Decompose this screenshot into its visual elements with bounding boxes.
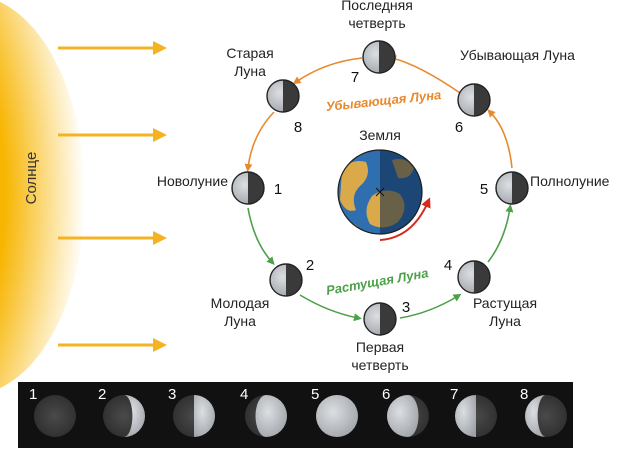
earth-rotation-arrow — [379, 197, 431, 241]
moon-outline — [231, 171, 265, 205]
orbit-phase-label: Последняя — [341, 0, 413, 13]
moon-outline — [457, 83, 491, 117]
moon-lit-area — [194, 395, 215, 437]
moon-outline — [457, 260, 491, 294]
sun-disc — [0, 1, 85, 389]
strip-phase-number: 8 — [520, 386, 528, 403]
orbit-phase-number: 6 — [455, 119, 463, 136]
moon-dark-side — [474, 261, 490, 293]
strip-moon: 2 — [98, 386, 145, 437]
strip-moon: 6 — [382, 386, 429, 437]
moon-dark-disc — [34, 395, 76, 437]
moon-outline — [266, 79, 300, 113]
orbit-phase-number: 1 — [274, 181, 282, 198]
strip-moon: 8 — [520, 386, 567, 437]
strip-phase-number: 2 — [98, 386, 106, 403]
earth-label: Земля — [359, 127, 401, 143]
moon-dark-side — [283, 80, 299, 112]
waning-arc — [388, 55, 464, 96]
moon-lit-area — [124, 395, 145, 437]
orbit-phase-label: Растущая — [473, 295, 537, 311]
strip-phase-number: 7 — [450, 386, 458, 403]
waxing-arc — [399, 293, 462, 319]
orbit-phase-label: Луна — [489, 313, 521, 329]
waning-arc-label: Убывающая Луна — [325, 87, 442, 114]
orbit-moon: 5 Полнолуние — [480, 171, 610, 205]
strip-moon: 3 — [168, 386, 215, 437]
moon-dark-side — [286, 264, 302, 296]
moon-dark-side — [248, 172, 264, 204]
sun: Солнце — [0, 1, 85, 389]
strip-phase-number: 5 — [311, 386, 319, 403]
phase-strip: 1 2 3 4 5 6 7 8 — [29, 386, 567, 437]
strip-phase-number: 1 — [29, 386, 37, 403]
moon-lit-area — [455, 395, 476, 437]
orbit-phase-label: Первая — [356, 339, 404, 355]
strip-moon: 1 — [29, 386, 76, 437]
strip-moon: 4 — [240, 386, 287, 437]
waning-arc — [244, 111, 275, 172]
orbit-phase-label: Луна — [224, 313, 256, 329]
orbit-phase-label: Молодая — [211, 295, 270, 311]
orbit-phase-label: Луна — [234, 63, 266, 79]
orbit-moon: 7 Последняя четверть — [341, 0, 413, 86]
orbit-phase-number: 7 — [351, 69, 359, 86]
moon-lit-area — [387, 395, 419, 437]
waning-arc — [292, 57, 363, 85]
orbit-phase-label: четверть — [348, 15, 405, 31]
moon-lit-area — [316, 395, 358, 437]
orbit-phase-label: Убывающая Луна — [460, 47, 575, 63]
moon-outline — [363, 302, 397, 336]
strip-phase-number: 6 — [382, 386, 390, 403]
waxing-arc — [487, 204, 514, 263]
orbit-moon: 1 Новолуние — [157, 171, 282, 205]
earth: Земля — [337, 127, 431, 241]
sun-label: Солнце — [23, 152, 40, 205]
orbit-phase-label: Полнолуние — [530, 173, 610, 189]
orbit-moon: 6 Убывающая Луна — [455, 47, 575, 136]
waning-arc — [487, 109, 513, 169]
orbit-phase-label: Новолуние — [157, 173, 228, 189]
moon-dark-side — [379, 41, 395, 73]
moon-outline — [362, 40, 396, 74]
orbit-phase-number: 5 — [480, 181, 488, 198]
orbit-phase-label: четверть — [351, 357, 408, 373]
orbit-phase-number: 8 — [294, 119, 302, 136]
orbit-phase-number: 3 — [402, 299, 410, 316]
orbit-phase-label: Старая — [226, 45, 273, 61]
moon-outline — [269, 263, 303, 297]
moon-lit-area — [525, 395, 546, 437]
waxing-arc — [247, 207, 275, 265]
strip-phase-number: 3 — [168, 386, 176, 403]
strip-moon: 7 — [450, 386, 497, 437]
strip-moon: 5 — [311, 386, 358, 437]
orbit-moons: 1Новолуние2МолодаяЛуна3Перваячетверть4Ра… — [157, 0, 610, 373]
moon-dark-side — [474, 84, 490, 116]
moon-dark-side — [512, 172, 528, 204]
waxing-arc — [299, 294, 362, 322]
sun-rays — [58, 41, 167, 352]
moon-lit-area — [255, 395, 287, 437]
strip-phase-number: 4 — [240, 386, 248, 403]
orbit-arcs — [244, 55, 514, 322]
waxing-arc-label: Растущая Луна — [325, 265, 430, 298]
moon-dark-side — [380, 303, 396, 335]
orbit-phase-number: 2 — [306, 257, 314, 274]
orbit-phase-number: 4 — [444, 257, 452, 274]
moon-outline — [495, 171, 529, 205]
